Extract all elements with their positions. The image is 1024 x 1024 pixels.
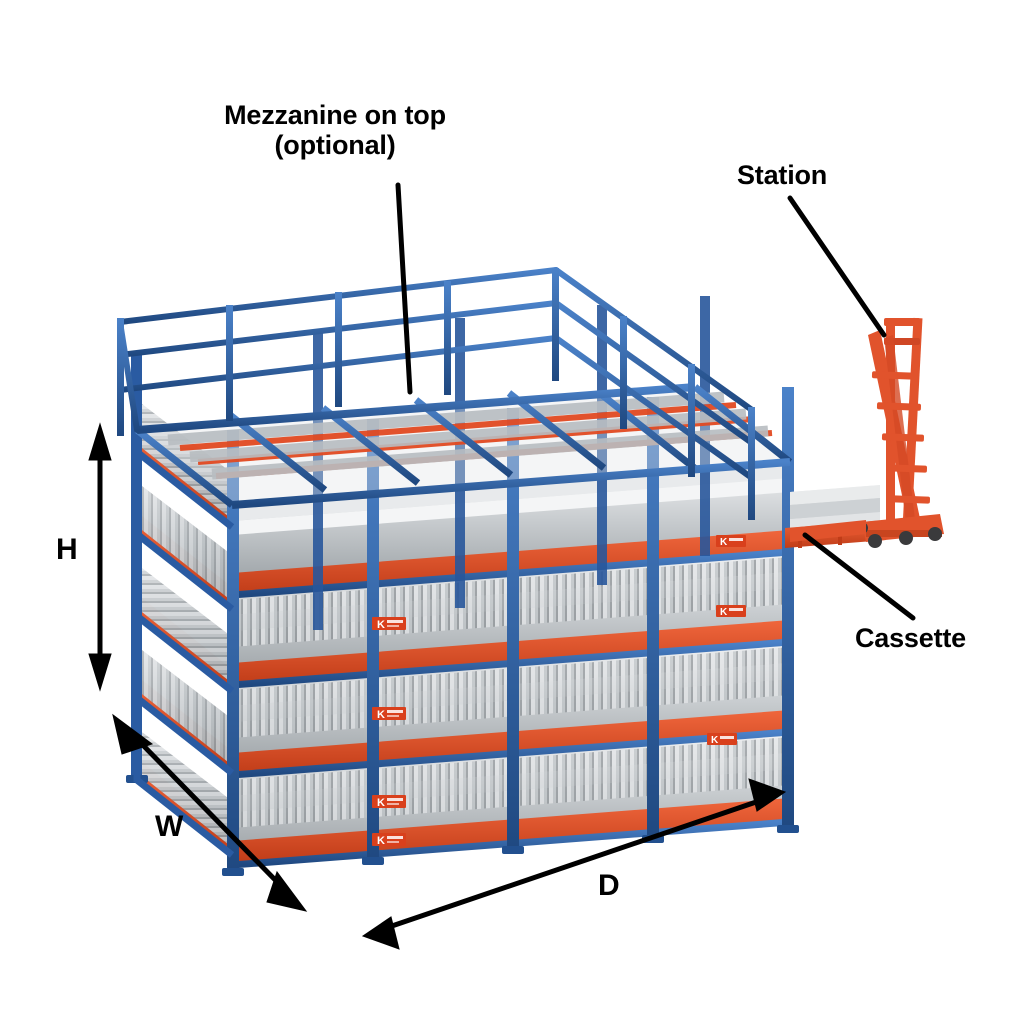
svg-text:K: K [720, 607, 728, 618]
left-face-levels [137, 404, 232, 855]
annotation-label-cassette: Cassette [855, 623, 966, 653]
svg-text:K: K [377, 797, 385, 809]
dimension-label-height: H [56, 533, 78, 566]
svg-text:K: K [377, 619, 385, 631]
annotation-mezzanine-line1: Mezzanine on top [224, 100, 446, 130]
svg-text:K: K [377, 835, 385, 847]
station-ladder [790, 317, 944, 548]
annotation-label-mezzanine: Mezzanine on top(optional) [205, 100, 465, 160]
svg-text:K: K [720, 537, 728, 548]
rack-left-base-frame [133, 430, 235, 858]
svg-text:K: K [377, 709, 385, 721]
rack-assembly: K K K K [117, 267, 944, 876]
leader-station [787, 195, 887, 338]
svg-text:K: K [711, 735, 719, 746]
rack-uprights-front [227, 387, 794, 875]
annotation-leaders [395, 182, 916, 621]
annotation-mezzanine-line2: (optional) [274, 130, 396, 161]
dimension-arrow-d [361, 778, 787, 950]
dimension-arrows [88, 422, 787, 950]
mezzanine-railing [117, 267, 755, 520]
dimension-arrow-w [112, 713, 308, 912]
dimension-label-width: W [155, 810, 184, 843]
leader-cassette [802, 532, 916, 621]
annotation-label-station: Station [737, 160, 828, 190]
rack-left-face [137, 404, 232, 855]
brand-logo-badges: K K K K [372, 535, 746, 847]
leader-mezzanine [395, 182, 413, 395]
dimension-arrow-h [88, 422, 112, 692]
dimension-label-depth: D [598, 869, 620, 902]
